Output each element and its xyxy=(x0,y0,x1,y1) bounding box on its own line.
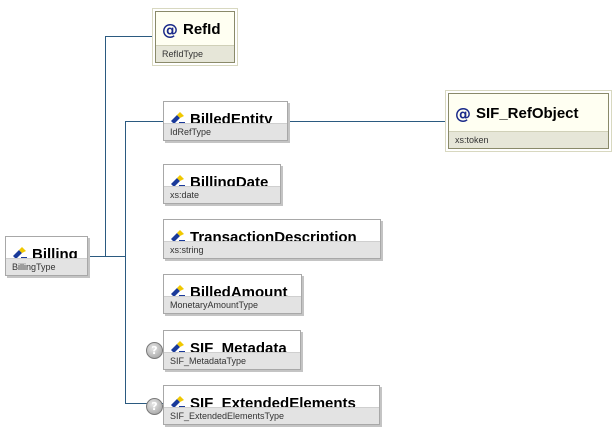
connector-children-trunk xyxy=(125,121,126,404)
optional-marker-icon: ? xyxy=(146,342,163,359)
at-icon: @ xyxy=(162,19,178,39)
child-element-sif-metadata[interactable]: SIF_Metadata SIF_MetadataType xyxy=(163,330,301,370)
connector-root-right xyxy=(88,256,106,257)
attribute-name: RefId xyxy=(183,20,221,38)
attribute-type: xs:token xyxy=(449,131,608,148)
connector-billedentity-attr xyxy=(288,121,446,122)
connector-attr-trunk xyxy=(105,36,106,257)
root-element-billing[interactable]: Billing BillingType xyxy=(5,236,88,276)
connector-child-0 xyxy=(125,121,163,122)
child-element-type: IdRefType xyxy=(164,123,287,140)
attribute-refid[interactable]: @ RefId RefIdType xyxy=(152,8,238,66)
child-element-billedentity[interactable]: BilledEntity IdRefType xyxy=(163,101,288,141)
attribute-sif-refobject[interactable]: @ SIF_RefObject xs:token xyxy=(445,90,612,152)
connector-attr-branch xyxy=(105,36,152,37)
child-element-type: MonetaryAmountType xyxy=(164,296,301,313)
attribute-type: RefIdType xyxy=(156,45,234,62)
child-element-type: xs:date xyxy=(164,186,280,203)
child-element-type: SIF_ExtendedElementsType xyxy=(164,407,379,424)
optional-marker-icon: ? xyxy=(146,398,163,415)
child-element-sif-extendedelements[interactable]: SIF_ExtendedElements SIF_ExtendedElement… xyxy=(163,385,380,425)
child-element-billedamount[interactable]: BilledAmount MonetaryAmountType xyxy=(163,274,302,314)
root-element-type: BillingType xyxy=(6,258,87,275)
connector-seq xyxy=(105,256,125,257)
child-element-type: xs:string xyxy=(164,241,380,258)
child-element-billingdate[interactable]: BillingDate xs:date xyxy=(163,164,281,204)
at-icon: @ xyxy=(455,103,471,123)
child-element-type: SIF_MetadataType xyxy=(164,352,300,369)
child-element-transactiondescription[interactable]: TransactionDescription xs:string xyxy=(163,219,381,259)
connector-child-5 xyxy=(125,403,163,404)
attribute-name: SIF_RefObject xyxy=(476,104,579,122)
